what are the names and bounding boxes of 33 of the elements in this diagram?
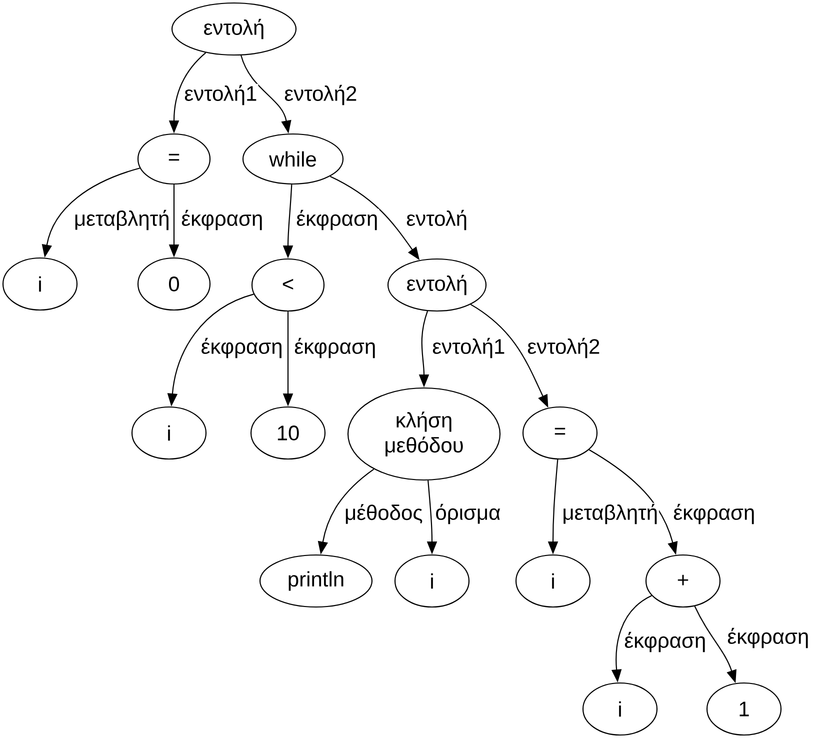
- tree-node: εντολή: [387, 258, 487, 312]
- edge-label: μεταβλητή: [72, 208, 171, 232]
- tree-node: εντολή: [171, 2, 297, 56]
- tree-node: i: [582, 682, 658, 736]
- tree-node: i: [515, 554, 591, 608]
- tree-node: 10: [250, 406, 326, 460]
- tree-node: println: [259, 554, 373, 608]
- tree-node: κλήση μεθόδου: [347, 387, 501, 481]
- tree-node: while: [242, 133, 344, 185]
- edge-label: έκφραση: [293, 336, 378, 360]
- tree-node: i: [394, 554, 470, 608]
- tree-node: =: [137, 133, 211, 185]
- edge-label: εντολή1: [183, 84, 258, 106]
- edge-label: εντολή1: [431, 336, 506, 360]
- edge-label: εντολή2: [526, 336, 602, 360]
- edge-label: όρισμα: [434, 502, 502, 526]
- tree-node: 0: [137, 257, 211, 311]
- edge-label: έκφραση: [200, 336, 284, 360]
- tree-node: i: [131, 406, 207, 460]
- edge-label: έκφραση: [623, 630, 708, 654]
- tree-node: 1: [706, 682, 782, 736]
- edge-label: μέθοδος: [344, 503, 424, 525]
- edge-label: εντολή: [405, 208, 469, 232]
- tree-node: i: [2, 257, 78, 311]
- edge-label: έκφραση: [295, 208, 380, 232]
- edge-label: έκφραση: [726, 626, 810, 650]
- tree-node: +: [645, 554, 721, 608]
- edge-label: μεταβλητή: [561, 502, 660, 526]
- edge-label: εντολή2: [283, 84, 358, 106]
- edge-label: έκφραση: [672, 502, 756, 526]
- edge-label: έκφραση: [180, 208, 264, 232]
- tree-node: =: [522, 406, 598, 460]
- tree-node: <: [251, 258, 325, 312]
